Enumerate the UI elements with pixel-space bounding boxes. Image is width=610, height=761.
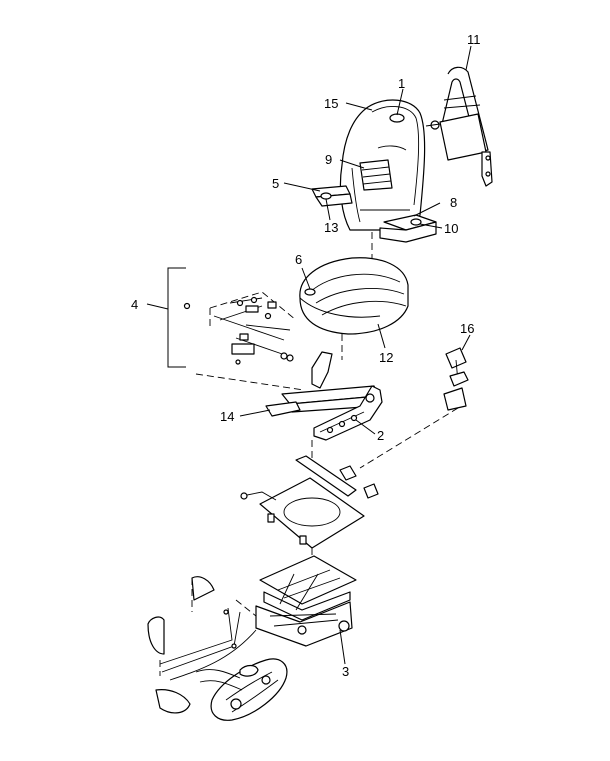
left-armrest bbox=[311, 185, 353, 207]
callout-13: 13 bbox=[324, 220, 338, 235]
callout-5: 5 bbox=[272, 176, 279, 191]
callout-9: 9 bbox=[325, 152, 332, 167]
callout-10: 10 bbox=[444, 221, 458, 236]
swivel-plate bbox=[240, 455, 379, 549]
seat-back bbox=[339, 99, 426, 231]
callout-6: 6 bbox=[295, 252, 302, 267]
hardware-kit bbox=[146, 267, 305, 391]
suspension-base bbox=[255, 555, 357, 647]
right-armrest bbox=[379, 214, 437, 243]
callout-11: 11 bbox=[467, 32, 481, 47]
seat-cushion bbox=[299, 257, 409, 335]
callout-1: 1 bbox=[398, 76, 405, 91]
control-linkage bbox=[147, 576, 288, 721]
callout-12: 12 bbox=[379, 350, 393, 365]
side-frame-bracket bbox=[425, 66, 493, 187]
bolt-set bbox=[359, 347, 469, 469]
callout-8: 8 bbox=[450, 195, 457, 210]
callout-2: 2 bbox=[377, 428, 384, 443]
callout-16: 16 bbox=[460, 321, 474, 336]
callout-4: 4 bbox=[131, 297, 138, 312]
seat-slide-frame bbox=[265, 351, 383, 441]
callout-15: 15 bbox=[324, 96, 338, 111]
leader-lines bbox=[239, 45, 472, 665]
callout-3: 3 bbox=[342, 664, 349, 679]
callout-14: 14 bbox=[220, 409, 234, 424]
